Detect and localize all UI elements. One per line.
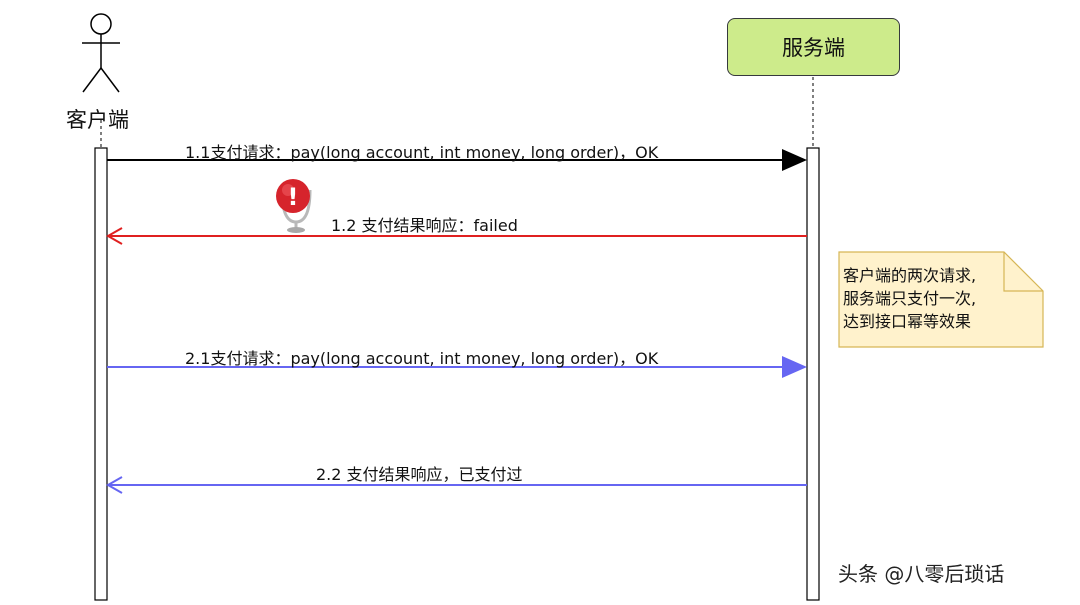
message-label-2-1: 2.1支付请求：pay(long account, int money, lon…	[185, 349, 659, 368]
message-arrow-1-2	[105, 227, 807, 245]
note-line: 达到接口幂等效果	[843, 312, 972, 331]
message-arrow-1-1	[107, 149, 807, 171]
note-text: 客户端的两次请求, 服务端只支付一次, 达到接口幂等效果	[843, 264, 976, 333]
note-line: 客户端的两次请求,	[843, 266, 977, 285]
message-arrow-2-1	[107, 356, 807, 378]
message-arrow-2-2	[105, 476, 807, 494]
client-label: 客户端	[66, 108, 129, 132]
watermark: 头条 @八零后琐话	[838, 562, 1005, 586]
note-line: 服务端只支付一次,	[843, 289, 977, 308]
message-label-1-2: 1.2 支付结果响应：failed	[331, 216, 518, 235]
server-activation-bar	[806, 147, 820, 601]
svg-text:!: !	[288, 183, 299, 211]
note-box	[838, 251, 1044, 348]
message-label-2-2: 2.2 支付结果响应，已支付过	[316, 465, 523, 484]
client-activation-bar	[94, 147, 108, 601]
server-participant-box: 服务端	[727, 18, 900, 76]
message-label-1-1: 1.1支付请求：pay(long account, int money, lon…	[185, 143, 659, 162]
client-actor-icon	[82, 13, 120, 93]
server-label: 服务端	[782, 36, 845, 60]
error-globe-icon: !	[276, 179, 312, 233]
